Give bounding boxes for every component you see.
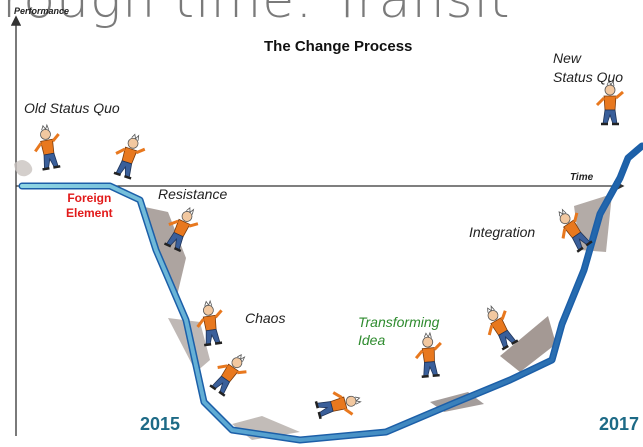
background-title: rough time: Transit — [2, 0, 511, 30]
label-transforming-idea: Transforming Idea — [358, 314, 440, 348]
label-new-status-quo: New Status Quo — [553, 50, 624, 85]
figure-resistance — [108, 129, 150, 182]
figure-old-status-quo — [29, 121, 66, 172]
figure-falling-2 — [205, 346, 255, 400]
year-end: 2017 — [599, 414, 640, 434]
label-resistance: Resistance — [158, 186, 228, 202]
change-curve — [20, 144, 643, 442]
dust-cloud — [14, 160, 33, 177]
year-start: 2015 — [140, 414, 181, 434]
rock-right-middle — [500, 316, 556, 372]
y-axis-label: Performance — [14, 6, 70, 16]
label-integration: Integration — [469, 224, 536, 240]
label-chaos: Chaos — [245, 310, 286, 326]
label-old-status-quo: Old Status Quo — [24, 100, 120, 116]
x-axis-label: Time — [570, 172, 594, 183]
label-foreign-element: Foreign Element — [66, 191, 113, 220]
figure-new-status-quo — [595, 79, 625, 126]
diagram-title: The Change Process — [264, 38, 413, 55]
figure-bottom — [313, 384, 365, 425]
